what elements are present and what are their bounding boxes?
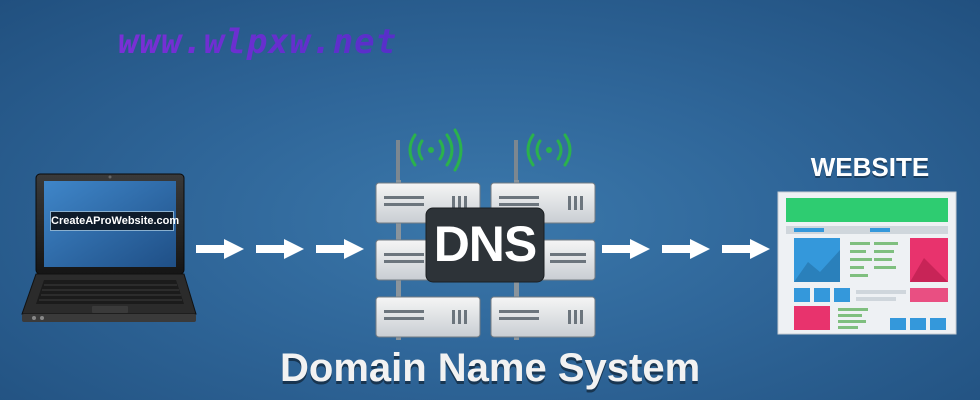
website-label: WEBSITE: [810, 152, 930, 182]
dns-label: DNS: [433, 216, 538, 272]
arrow-icon: [602, 239, 650, 259]
watermark-text: www.wlpxw.net: [118, 22, 498, 62]
laptop-icon: [21, 173, 197, 322]
wifi-signal-icon: [526, 133, 572, 167]
server-rack-icon: [375, 140, 596, 340]
diagram-caption: Domain Name System: [280, 346, 701, 390]
laptop-screen-label: CreateAProWebsite.com: [50, 211, 179, 231]
wifi-signal-icon: [408, 128, 463, 172]
arrow-icon: [316, 239, 364, 259]
arrow-icon: [722, 239, 770, 259]
arrow-icon: [196, 239, 244, 259]
webpage-icon: [777, 191, 957, 335]
arrow-icon: [662, 239, 710, 259]
arrow-icon: [256, 239, 304, 259]
